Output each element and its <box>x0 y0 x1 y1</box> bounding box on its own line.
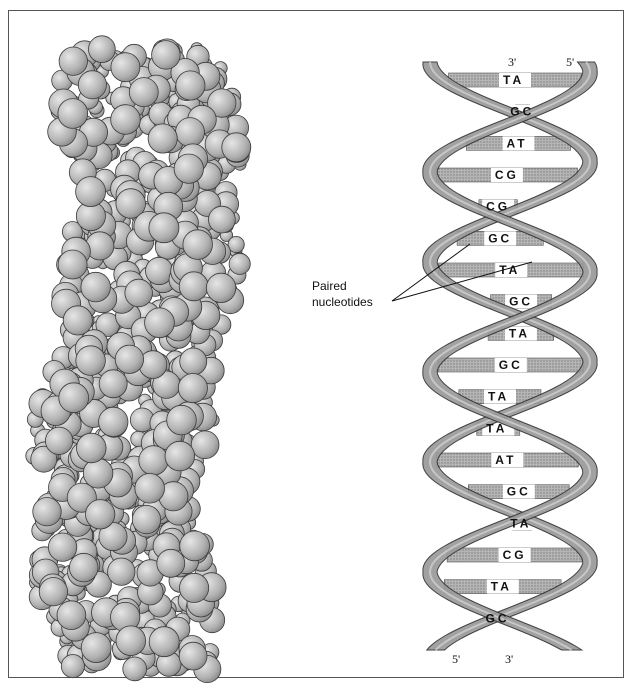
base-pair-label: GC <box>488 231 512 245</box>
atom-sphere <box>222 133 251 162</box>
atom-sphere <box>111 53 140 82</box>
atom-sphere <box>149 627 179 657</box>
strand-end-top-right: 5' <box>566 55 574 69</box>
callout-label-line-2: nucleotides <box>312 295 373 309</box>
atom-sphere <box>178 374 207 403</box>
atom-sphere <box>99 407 128 436</box>
atom-sphere <box>48 533 76 561</box>
atom-sphere <box>76 177 106 207</box>
atom-sphere <box>63 306 92 335</box>
atom-sphere <box>61 655 84 678</box>
strand-end-top-left: 3' <box>508 55 516 69</box>
atom-sphere <box>176 118 205 147</box>
base-pair-label: CG <box>503 548 527 562</box>
atom-sphere <box>45 427 72 454</box>
atom-sphere <box>167 405 197 435</box>
atom-sphere <box>78 71 106 99</box>
atom-sphere <box>206 273 235 302</box>
base-pair-label: GC <box>510 105 534 119</box>
atom-sphere <box>81 272 111 302</box>
atom-sphere <box>209 206 236 233</box>
atom-sphere <box>139 446 168 475</box>
base-pair-label: TA <box>510 516 531 530</box>
base-pair-label: GC <box>499 358 523 372</box>
atom-sphere <box>174 154 203 183</box>
atom-sphere <box>149 213 179 243</box>
atom-sphere <box>179 642 207 670</box>
atom-sphere <box>89 36 116 63</box>
space-filling-dna-model <box>26 36 251 683</box>
callout-label-line-1: Paired <box>312 279 347 293</box>
atom-sphere <box>180 573 209 602</box>
base-pair-label: AT <box>495 453 516 467</box>
base-pair-label: TA <box>509 326 530 340</box>
base-pair-label: GC <box>509 295 533 309</box>
atom-sphere <box>129 78 158 107</box>
atom-sphere <box>125 279 153 307</box>
atom-sphere <box>111 105 141 135</box>
strand-end-bottom-right: 3' <box>505 652 513 666</box>
atom-sphere <box>152 41 181 70</box>
atom-sphere <box>86 500 115 529</box>
atom-sphere <box>58 99 88 129</box>
base-pair-label: CG <box>495 168 519 182</box>
base-pair-label: CG <box>486 200 510 214</box>
atom-sphere <box>59 383 89 413</box>
atom-sphere <box>191 431 219 459</box>
atom-sphere <box>58 250 87 279</box>
atom-sphere <box>57 601 86 630</box>
atom-sphere <box>183 230 213 260</box>
atom-sphere <box>176 71 205 100</box>
atom-sphere <box>115 345 143 373</box>
base-pair-label: GC <box>486 611 510 625</box>
atom-sphere <box>59 47 87 75</box>
atom-sphere <box>132 505 160 533</box>
strand-end-bottom-left: 5' <box>452 652 460 666</box>
atom-sphere <box>77 433 107 463</box>
atom-sphere <box>39 578 67 606</box>
atom-sphere <box>69 553 98 582</box>
atom-sphere <box>157 549 185 577</box>
base-pair-label: GC <box>507 485 531 499</box>
atom-sphere <box>33 498 61 526</box>
atom-sphere <box>135 474 165 504</box>
atom-sphere <box>81 633 111 663</box>
base-pair-label: TA <box>491 580 512 594</box>
atom-sphere <box>99 370 127 398</box>
atom-sphere <box>108 558 135 585</box>
atom-sphere <box>83 459 113 489</box>
atom-sphere <box>180 531 210 561</box>
base-pair-label: AT <box>507 136 528 150</box>
base-pair-label: TA <box>503 73 524 87</box>
atom-sphere <box>145 308 175 338</box>
atom-sphere <box>76 346 106 376</box>
atom-sphere <box>229 253 250 274</box>
atom-sphere <box>116 626 146 656</box>
atom-sphere <box>180 348 207 375</box>
atom-sphere <box>148 124 177 153</box>
base-pair-label: TA <box>488 390 509 404</box>
atom-sphere <box>123 657 147 681</box>
atom-sphere <box>179 272 208 301</box>
base-pair-label: TA <box>486 421 507 435</box>
atom-sphere <box>165 441 195 471</box>
